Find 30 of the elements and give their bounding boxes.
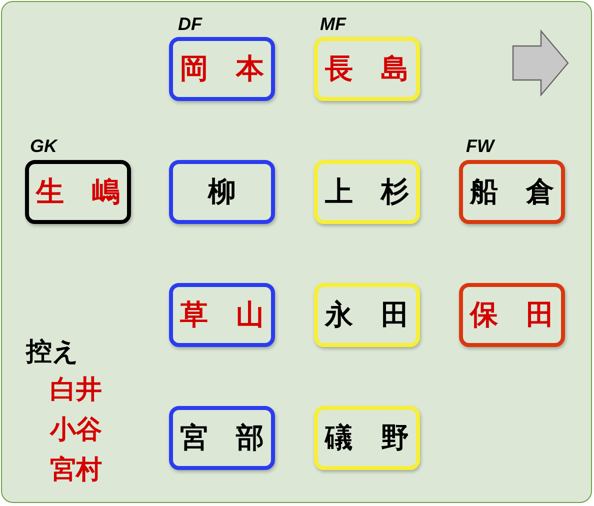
player-box — [169, 283, 275, 347]
player-name: 保田 — [470, 297, 582, 333]
player-name: 宮部 — [180, 420, 292, 456]
substitute-name: 小谷 — [50, 414, 102, 447]
player-name: 岡本 — [180, 51, 292, 87]
player-box — [169, 406, 275, 470]
player-box — [314, 160, 420, 224]
player-name: 生嶋 — [36, 174, 148, 210]
player-name: 上杉 — [325, 174, 437, 210]
player-box — [25, 160, 131, 224]
substitute-name: 白井 — [50, 374, 102, 407]
player-box — [314, 37, 420, 101]
player-box — [314, 283, 420, 347]
player-box — [314, 406, 420, 470]
player-name: 柳 — [208, 174, 264, 210]
player-box — [459, 160, 565, 224]
substitute-name: 宮村 — [50, 454, 102, 487]
player-name: 草山 — [180, 297, 292, 333]
player-box — [459, 283, 565, 347]
position-label: MF — [320, 14, 346, 35]
position-label: GK — [30, 136, 57, 157]
player-name: 船倉 — [470, 174, 582, 210]
position-label: FW — [466, 136, 494, 157]
player-box — [169, 37, 275, 101]
player-name: 長島 — [325, 51, 437, 87]
player-name: 永田 — [325, 297, 437, 333]
position-label: DF — [178, 14, 202, 35]
bench-heading: 控え — [26, 336, 79, 369]
player-box — [169, 160, 275, 224]
player-name: 礒野 — [325, 420, 437, 456]
